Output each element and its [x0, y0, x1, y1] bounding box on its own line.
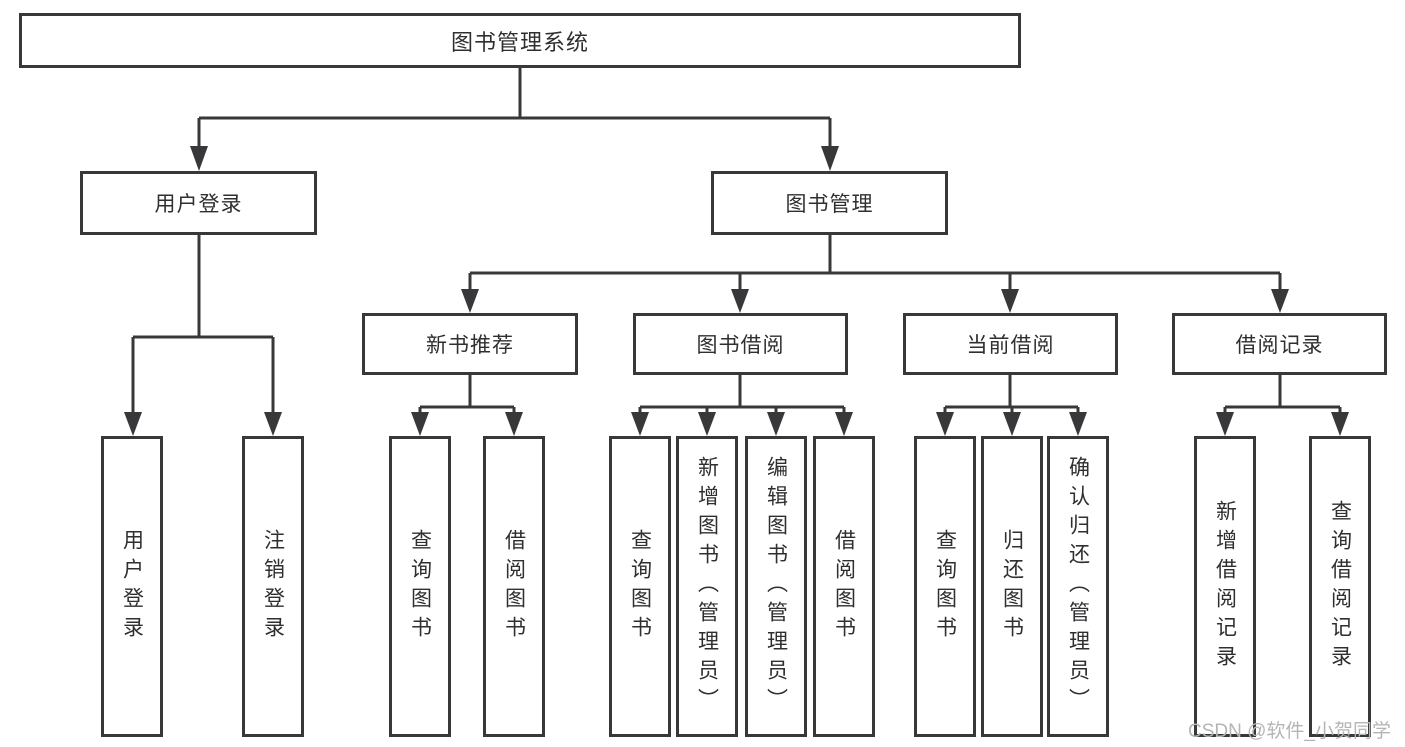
- arrowhead: [731, 289, 749, 313]
- leaf-return-books: 归还图书: [981, 436, 1043, 737]
- node-root: 图书管理系统: [19, 13, 1021, 68]
- node-book-management: 图书管理: [711, 171, 948, 235]
- leaf-query-books-recommend-label: 查询图书: [408, 528, 432, 645]
- leaf-logout: 注销登录: [242, 436, 304, 737]
- arrowhead: [1069, 412, 1087, 436]
- connector-path: [131, 68, 1342, 415]
- leaf-user-login: 用户登录: [101, 436, 163, 737]
- leaf-return-books-label: 归还图书: [1000, 528, 1024, 645]
- leaf-edit-books-admin-label: 编辑图书（管理员）: [764, 456, 788, 717]
- node-borrow-records: 借阅记录: [1172, 313, 1387, 375]
- node-user-login: 用户登录: [80, 171, 317, 235]
- leaf-query-books-current-label: 查询图书: [933, 528, 957, 645]
- node-book-borrow: 图书借阅: [633, 313, 848, 375]
- node-new-book-recommend-label: 新书推荐: [426, 334, 514, 357]
- arrowhead: [821, 146, 839, 171]
- leaf-logout-label: 注销登录: [261, 528, 285, 645]
- node-root-label: 图书管理系统: [450, 29, 589, 55]
- arrowhead: [1331, 412, 1349, 436]
- arrowhead: [698, 412, 716, 436]
- node-current-borrow-label: 当前借阅: [966, 334, 1055, 357]
- leaf-user-login-label: 用户登录: [120, 528, 144, 645]
- arrowhead: [461, 289, 479, 313]
- leaf-borrow-books: 借阅图书: [813, 436, 875, 737]
- node-current-borrow: 当前借阅: [903, 313, 1118, 375]
- arrowhead: [631, 412, 649, 436]
- leaf-query-borrow-record: 查询借阅记录: [1309, 436, 1371, 737]
- node-book-borrow-label: 图书借阅: [696, 334, 785, 357]
- leaf-confirm-return-admin-label: 确认归还（管理员）: [1066, 456, 1090, 717]
- leaf-borrow-books-label: 借阅图书: [832, 528, 856, 645]
- leaf-add-books-admin: 新增图书（管理员）: [676, 436, 738, 737]
- leaf-query-books-recommend: 查询图书: [389, 436, 451, 737]
- arrowhead: [767, 412, 785, 436]
- node-user-login-label: 用户登录: [154, 193, 243, 216]
- leaf-query-borrow-record-label: 查询借阅记录: [1328, 499, 1352, 674]
- node-borrow-records-label: 借阅记录: [1235, 334, 1324, 357]
- leaf-borrow-books-recommend: 借阅图书: [483, 436, 545, 737]
- leaf-add-borrow-record: 新增借阅记录: [1194, 436, 1256, 737]
- leaf-query-books-borrow: 查询图书: [609, 436, 671, 737]
- leaf-confirm-return-admin: 确认归还（管理员）: [1047, 436, 1109, 737]
- node-book-management-label: 图书管理: [785, 193, 874, 216]
- arrowhead: [1216, 412, 1234, 436]
- leaf-borrow-books-recommend-label: 借阅图书: [502, 528, 526, 645]
- leaf-query-books-borrow-label: 查询图书: [628, 528, 652, 645]
- arrowhead: [190, 146, 208, 171]
- node-new-book-recommend: 新书推荐: [362, 313, 578, 375]
- leaf-add-borrow-record-label: 新增借阅记录: [1213, 499, 1237, 674]
- leaf-add-books-admin-label: 新增图书（管理员）: [695, 456, 719, 717]
- leaf-query-books-current: 查询图书: [914, 436, 976, 737]
- arrowhead: [264, 412, 282, 436]
- arrowhead: [411, 412, 429, 436]
- arrowhead: [936, 412, 954, 436]
- arrowhead: [124, 412, 142, 436]
- arrowhead: [505, 412, 523, 436]
- arrowhead: [1003, 412, 1021, 436]
- leaf-edit-books-admin: 编辑图书（管理员）: [745, 436, 807, 737]
- arrowhead: [835, 412, 853, 436]
- arrowhead: [1001, 289, 1019, 313]
- arrowhead: [1271, 289, 1289, 313]
- csdn-watermark: CSDN @软件_小贺同学: [1188, 721, 1391, 742]
